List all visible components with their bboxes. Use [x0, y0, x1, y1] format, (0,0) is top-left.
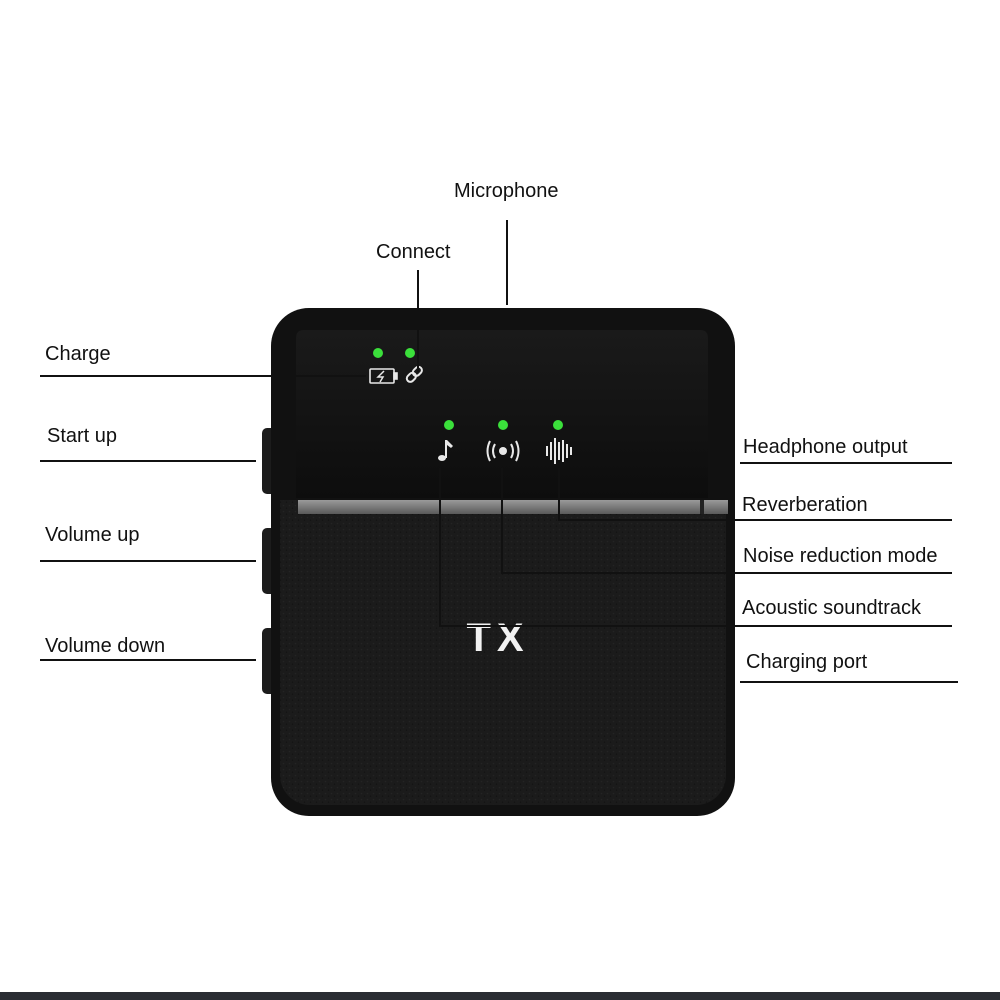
sound-wave-icon	[546, 438, 572, 464]
link-icon	[405, 365, 423, 383]
divider-strip	[298, 500, 728, 514]
label-headphone-output: Headphone output	[743, 436, 908, 458]
connect-led	[405, 348, 415, 358]
music-note-icon	[438, 440, 453, 461]
broadcast-icon	[486, 440, 520, 462]
battery-charge-icon	[369, 368, 398, 384]
label-noise-reduction-mode: Noise reduction mode	[743, 545, 938, 567]
label-reverberation: Reverberation	[742, 494, 868, 516]
acoustic-led	[444, 420, 454, 430]
label-acoustic-soundtrack: Acoustic soundtrack	[742, 597, 921, 619]
label-volume-up: Volume up	[45, 524, 140, 546]
leather-panel	[280, 500, 726, 805]
reverb-led	[553, 420, 563, 430]
noise-led	[498, 420, 508, 430]
label-connect: Connect	[376, 241, 451, 263]
label-volume-down: Volume down	[45, 635, 166, 657]
label-charging-port: Charging port	[746, 651, 868, 673]
label-start-up: Start up	[47, 425, 118, 447]
charge-led	[373, 348, 383, 358]
top-panel	[296, 330, 708, 498]
label-charge: Charge	[45, 343, 111, 365]
model-text: TX	[466, 616, 529, 660]
label-microphone: Microphone	[454, 180, 559, 202]
bottom-bar	[0, 992, 1000, 1000]
